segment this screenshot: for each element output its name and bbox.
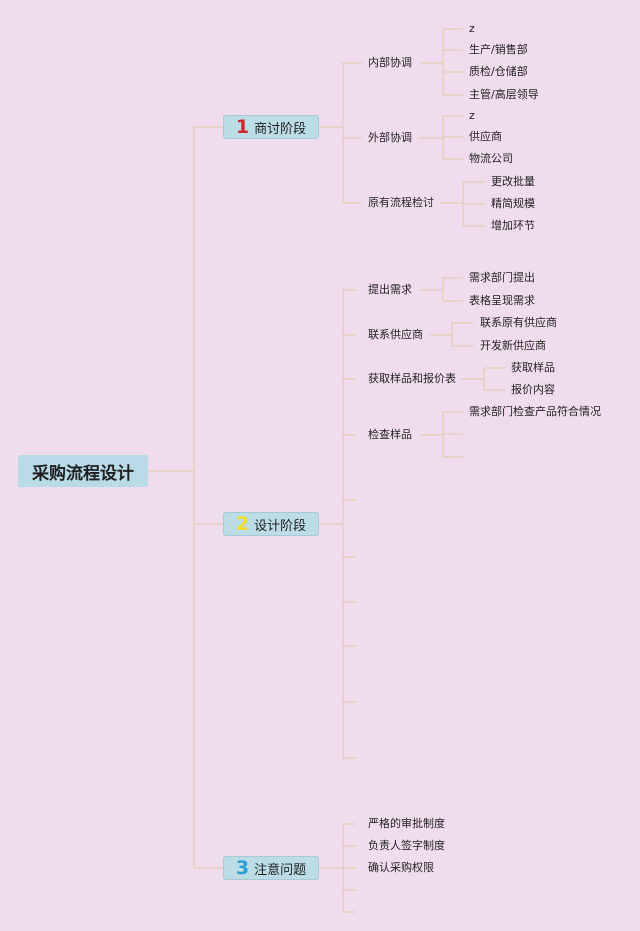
group-label[interactable]: 检查样品 (368, 428, 412, 441)
group-label[interactable]: 原有流程检讨 (368, 196, 434, 209)
leaf-label[interactable]: 供应商 (469, 130, 502, 143)
leaf-label[interactable]: 需求部门提出 (469, 271, 535, 284)
leaf-label[interactable]: 精简规模 (491, 197, 535, 210)
stage-number-3: 3 (235, 856, 250, 879)
leaf-label[interactable]: 开发新供应商 (480, 339, 546, 352)
leaf-label[interactable]: 生产/销售部 (469, 43, 528, 56)
stage-number-1: 1 (235, 115, 250, 138)
leaf-label[interactable]: 主管/高层领导 (469, 88, 539, 101)
leaf-label[interactable]: 获取样品 (511, 361, 555, 374)
leaf-label[interactable]: 负责人签字制度 (368, 839, 445, 852)
root-node[interactable]: 采购流程设计 (18, 455, 148, 487)
leaf-label[interactable]: 增加环节 (491, 219, 535, 232)
leaf-label[interactable]: 报价内容 (511, 383, 555, 396)
leaf-label[interactable]: 物流公司 (469, 152, 513, 165)
group-label[interactable]: 外部协调 (368, 131, 412, 144)
stage-number-2: 2 (235, 512, 250, 535)
root-label: 采购流程设计 (32, 463, 134, 484)
leaf-label[interactable]: 严格的审批制度 (368, 817, 445, 830)
group-label[interactable]: 获取样品和报价表 (368, 372, 456, 385)
stage-label-3: 注意问题 (254, 862, 307, 878)
leaf-label[interactable]: 表格呈现需求 (469, 294, 535, 307)
leaf-label[interactable]: 更改批量 (491, 175, 535, 188)
group-label[interactable]: 内部协调 (368, 56, 412, 69)
leaf-label[interactable]: z (469, 22, 475, 35)
leaf-label[interactable]: 需求部门检查产品符合情况 (469, 405, 601, 418)
group-label[interactable]: 提出需求 (368, 283, 412, 296)
leaf-label[interactable]: 联系原有供应商 (480, 316, 557, 329)
stage-node-2[interactable]: 2 设计阶段 (223, 512, 319, 536)
stage-node-3[interactable]: 3 注意问题 (223, 856, 319, 880)
stage-label-2: 设计阶段 (254, 518, 307, 534)
leaf-label[interactable]: 质检/仓储部 (469, 65, 528, 78)
leaf-label[interactable]: z (469, 109, 475, 122)
leaf-label[interactable]: 确认采购权限 (368, 861, 434, 874)
group-label[interactable]: 联系供应商 (368, 328, 423, 341)
stage-node-1[interactable]: 1 商讨阶段 (223, 115, 319, 139)
stage-label-1: 商讨阶段 (254, 121, 307, 137)
